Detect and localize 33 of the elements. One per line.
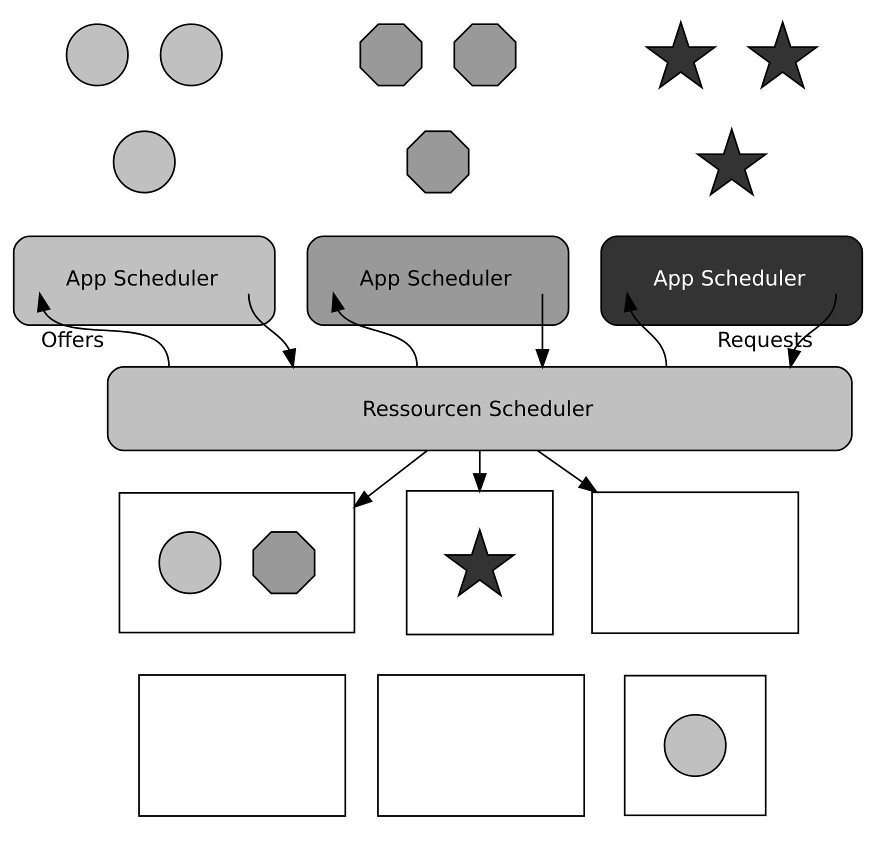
arrow — [352, 450, 428, 508]
arrow — [788, 294, 838, 370]
node-octagon — [252, 531, 316, 594]
node-octagon — [406, 130, 470, 194]
node-star — [746, 19, 820, 90]
node-circle — [112, 130, 176, 194]
arrow — [472, 450, 487, 494]
cluster — [406, 490, 554, 636]
node-circle — [664, 714, 727, 778]
edge-label: Offers — [40, 328, 104, 352]
node-box — [138, 674, 346, 817]
node-circle — [66, 23, 129, 86]
node-star — [695, 126, 768, 197]
node-box: App Scheduler — [12, 235, 276, 326]
cluster — [118, 492, 356, 634]
node-circle — [158, 531, 222, 594]
arrow — [248, 294, 296, 370]
node-octagon — [453, 23, 517, 86]
node-star — [443, 527, 516, 598]
node-star — [644, 19, 718, 90]
node-box: Ressourcen Scheduler — [106, 366, 853, 452]
arrow — [331, 291, 418, 367]
node-octagon — [359, 23, 423, 86]
node-box: App Scheduler — [600, 235, 864, 326]
arrow — [535, 294, 550, 370]
arrow — [36, 291, 170, 368]
node-circle — [160, 23, 223, 86]
arrow — [624, 291, 668, 367]
cluster — [624, 674, 767, 816]
node-box — [591, 491, 800, 634]
arrow — [537, 450, 599, 494]
node-box: App Scheduler — [306, 235, 570, 326]
node-box — [377, 674, 586, 817]
